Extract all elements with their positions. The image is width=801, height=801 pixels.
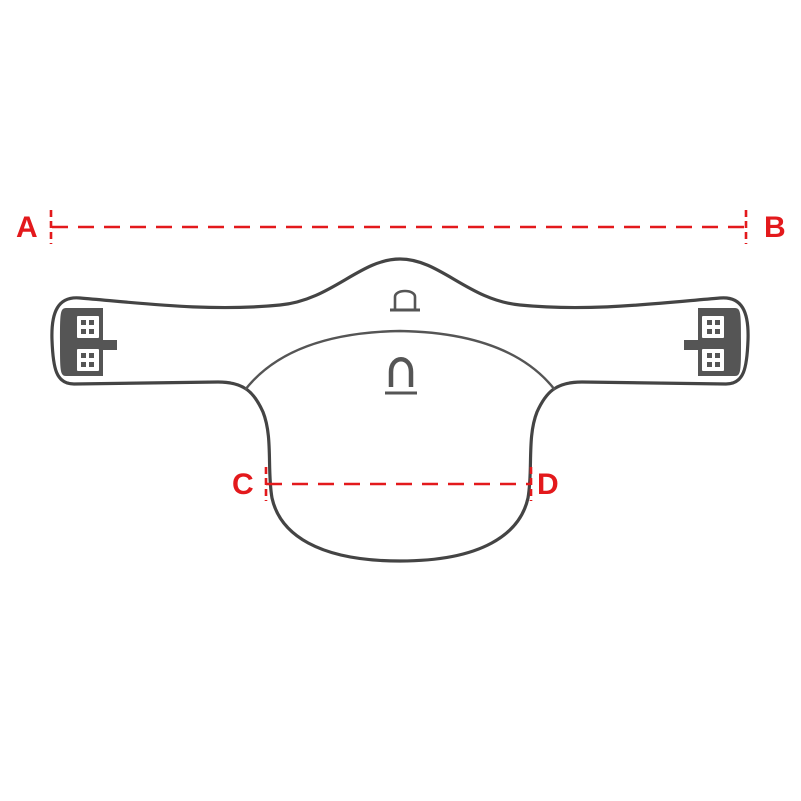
horseshoe-ring-icon bbox=[385, 357, 417, 395]
marker-c: C bbox=[232, 468, 254, 501]
marker-a: A bbox=[16, 211, 38, 244]
marker-b: B bbox=[764, 211, 786, 244]
marker-d: D bbox=[537, 468, 559, 501]
measure-line-cd bbox=[264, 467, 533, 501]
left-buckle-icon bbox=[60, 308, 117, 376]
belly-panel-seam bbox=[244, 329, 556, 391]
measure-line-ab bbox=[49, 210, 748, 244]
d-ring-icon bbox=[390, 289, 420, 312]
right-buckle-icon bbox=[684, 308, 741, 376]
girth-outline bbox=[50, 257, 750, 563]
